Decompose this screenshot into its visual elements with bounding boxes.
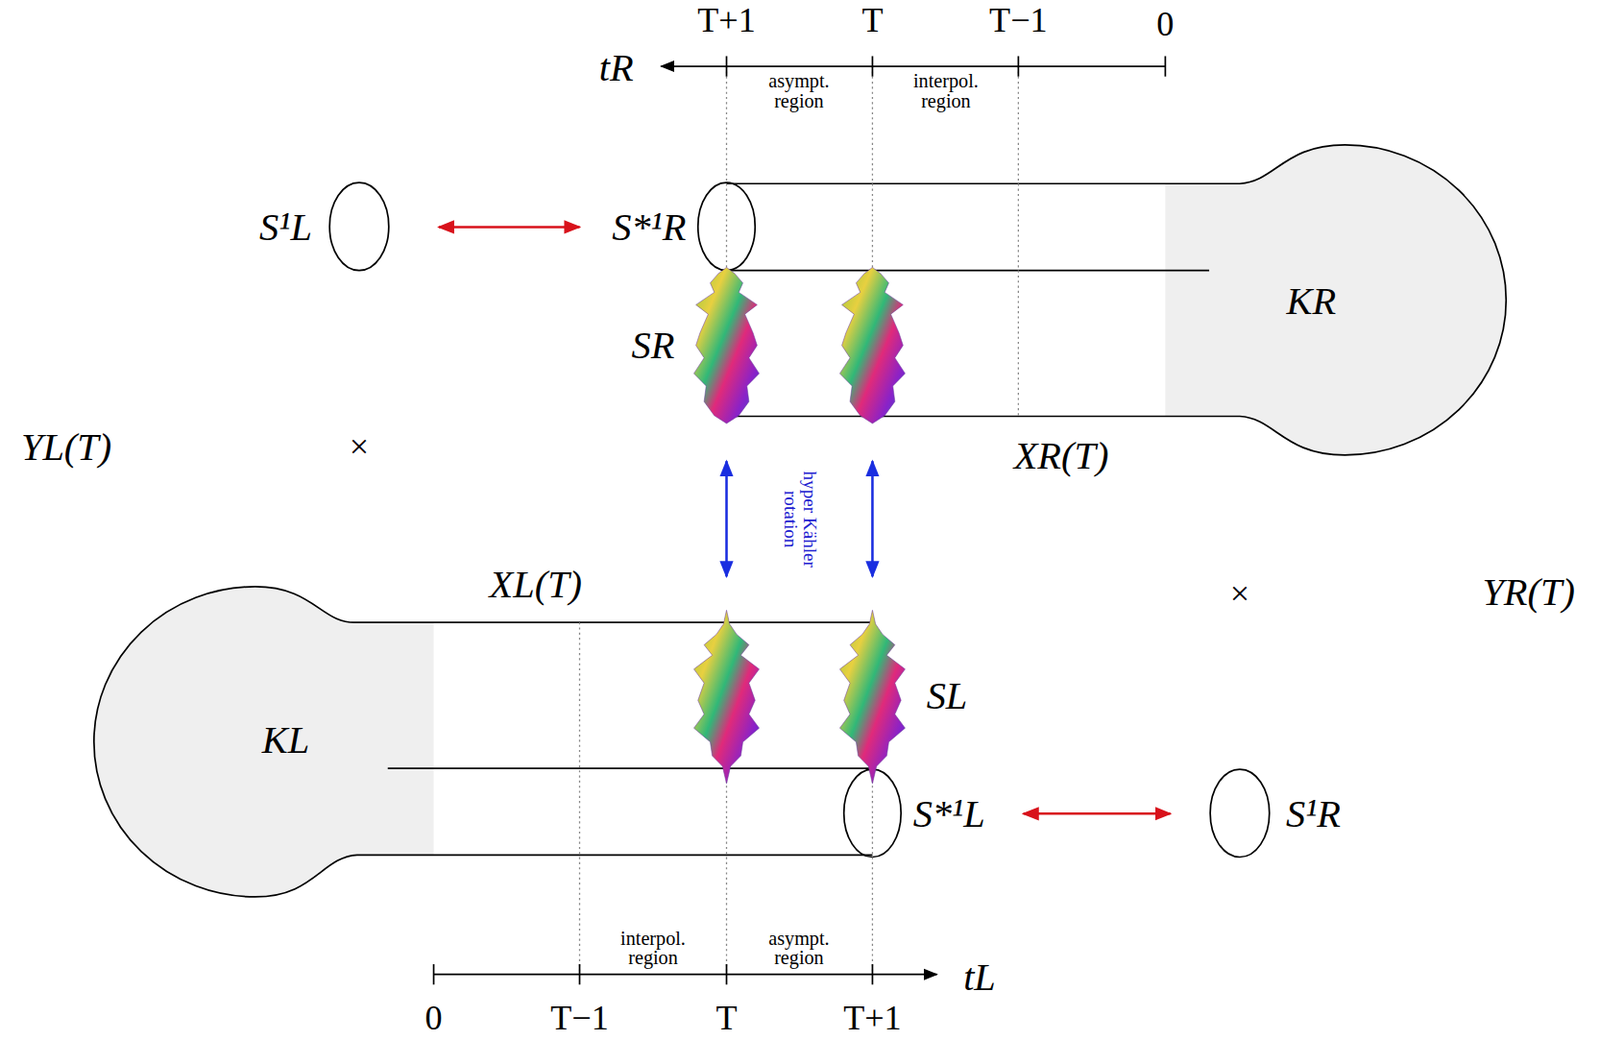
circle-node: S*¹L [838, 765, 988, 863]
axis-tick-label: 0 [1156, 6, 1174, 42]
fibre-node: SR [618, 263, 909, 427]
math-label: XR(T) [1014, 436, 1110, 475]
region-label: interpol. region [890, 71, 1003, 110]
axis-tick-label: T [861, 2, 883, 38]
math-label: YR(T) [1481, 572, 1575, 611]
fibre-surface [694, 266, 760, 424]
double-arrow [438, 225, 581, 229]
fibre-surface [694, 609, 760, 784]
math-label: S¹R [1285, 794, 1341, 833]
double-arrow [725, 460, 728, 577]
axis-tick-label: 0 [425, 1000, 443, 1036]
axis-tick-label: × [1230, 576, 1250, 611]
math-label: S*¹R [611, 207, 686, 246]
circle-node: S*¹R [609, 178, 759, 276]
axis-tick-label: T+1 [843, 1000, 902, 1036]
math-label: KR [1286, 281, 1337, 320]
math-label: YL(T) [21, 427, 112, 466]
edge-label: hyper Kähler rotation [780, 458, 820, 582]
fibre-node: SL [691, 606, 982, 784]
manifold-region: KR [1164, 145, 1507, 456]
math-label: tR [599, 48, 634, 87]
math-label: SL [926, 676, 969, 715]
fibre-surface [839, 266, 905, 424]
circle-node: S¹L [255, 178, 399, 276]
region-label: asympt. region [743, 71, 856, 110]
axis-tick-label: T−1 [989, 2, 1048, 38]
math-label: tL [963, 957, 996, 996]
double-arrow [1023, 812, 1171, 816]
manifold-region: KL [92, 586, 435, 897]
axis-tick-label: T−1 [550, 1000, 609, 1036]
axis-tick-label: T+1 [697, 2, 756, 38]
region-label: interpol. region [597, 928, 710, 968]
axis-tick-label: T [715, 1000, 737, 1036]
math-label: S¹L [259, 207, 313, 246]
region-label: asympt. region [743, 928, 856, 968]
math-label: KL [262, 720, 310, 759]
axis-tick-label: × [349, 429, 369, 464]
math-label: S*¹L [913, 794, 986, 833]
circle-node: S¹R [1207, 765, 1351, 863]
fibre-surface [839, 609, 905, 784]
math-label: SR [631, 325, 676, 364]
math-label: XL(T) [489, 564, 582, 604]
